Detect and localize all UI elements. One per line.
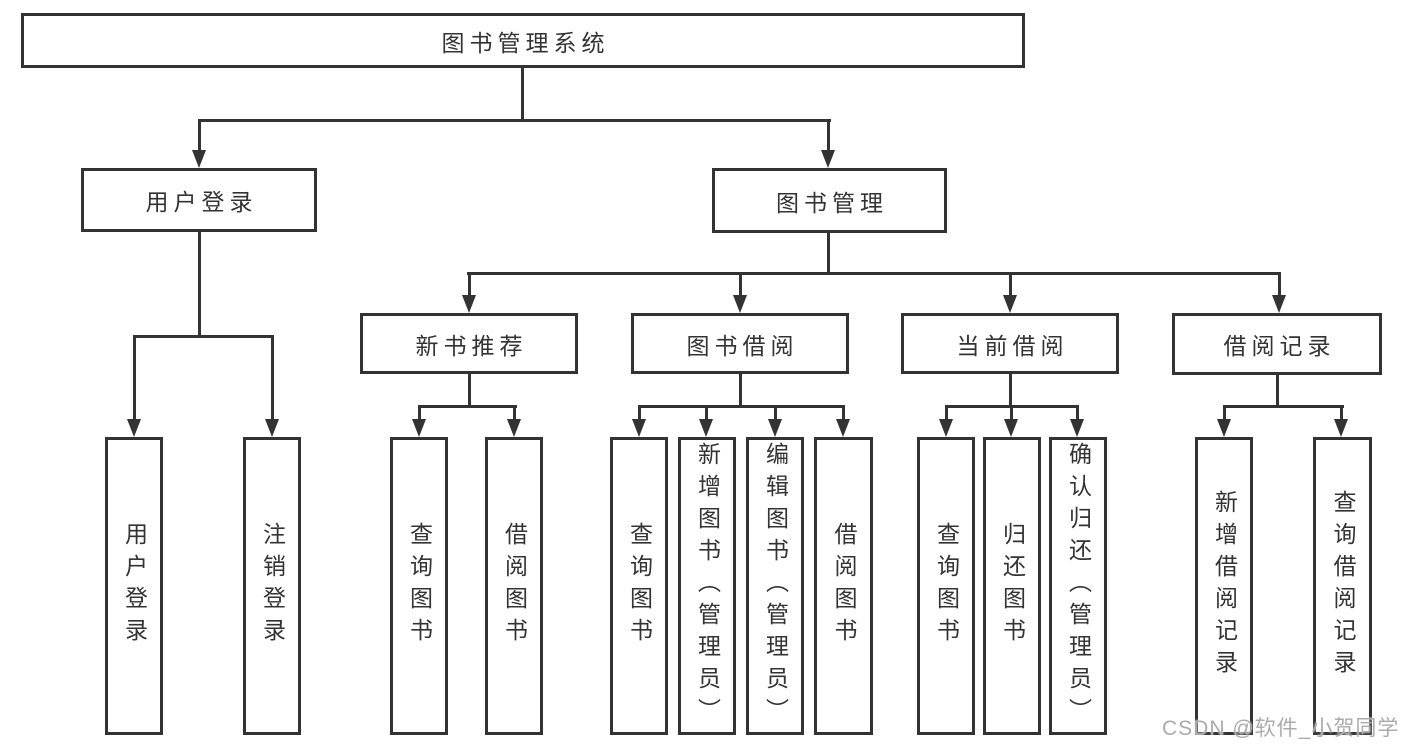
arrowhead-user-login [192,150,206,168]
connector-level2-bus [198,119,831,122]
leaf-label-cr-query-book: 查询图书 [933,522,960,650]
leaf-box-rc-query-record: 查询借阅记录 [1313,437,1372,735]
arrowhead-cr-leaf1 [939,419,953,437]
arrowhead-nb-leaf2 [507,419,521,437]
branch-label-book-management: 图书管理 [776,189,888,216]
leaf-box-bw-query-book: 查询图书 [610,437,668,735]
arrowhead-rc-leaf2 [1334,419,1348,437]
leaf-label-nb-query-book: 查询图书 [406,522,433,650]
leaf-box-nb-borrow-book: 借阅图书 [485,437,543,735]
connector-stem-book-mgmt [827,119,830,152]
arrowhead-bw-leaf3 [768,419,782,437]
section-box-current: 当前借阅 [901,313,1119,374]
leaf-box-cr-confirm-return-admin: 确认归还（管理员） [1049,437,1107,735]
leaf-box-bw-edit-book-admin: 编辑图书（管理员） [746,437,804,735]
leaf-label-nb-borrow-book: 借阅图书 [501,522,528,650]
connector-records-bus [1223,405,1344,408]
connector-root-stem [521,68,524,121]
leaf-box-cr-return-book: 归还图书 [983,437,1041,735]
leaf-label-logout: 注销登录 [259,522,286,650]
connector-stem-current [1009,272,1012,298]
branch-box-book-management: 图书管理 [712,168,947,233]
root-box: 图书管理系统 [21,13,1025,68]
connector-stem-bw-leaf4 [842,405,845,421]
arrowhead-bw-leaf4 [836,419,850,437]
leaf-label-rc-query-record: 查询借阅记录 [1330,490,1356,682]
arrowhead-bw-leaf2 [699,419,713,437]
leaf-label-bw-borrow-book: 借阅图书 [831,522,857,650]
arrowhead-login-leaf [127,419,141,437]
arrowhead-records [1272,295,1286,313]
connector-stem-rc-leaf1 [1223,405,1226,421]
leaf-box-bw-borrow-book: 借阅图书 [814,437,873,735]
arrowhead-bw-leaf1 [632,419,646,437]
arrowhead-cr-leaf3 [1070,419,1084,437]
branch-label-user-login: 用户登录 [145,189,258,215]
connector-stem-bw-leaf2 [705,405,708,421]
arrowhead-current [1003,295,1017,313]
leaf-label-cr-return-book: 归还图书 [999,522,1026,650]
section-box-borrow: 图书借阅 [631,313,849,374]
section-label-current: 当前借阅 [956,332,1069,359]
leaf-label-bw-edit-book-admin: 编辑图书（管理员） [762,442,789,730]
connector-stem-cr-leaf3 [1076,405,1079,421]
leaf-box-logout: 注销登录 [243,437,301,735]
section-box-records: 借阅记录 [1172,313,1382,375]
connector-book-mgmt-stem [827,233,830,274]
connector-user-login-stem [198,230,201,337]
leaf-box-cr-query-book: 查询图书 [917,437,975,735]
connector-records-stem [1276,374,1279,407]
leaf-label-bw-add-book-admin: 新增图书（管理员） [694,442,721,730]
leaf-label-bw-query-book: 查询图书 [626,522,653,650]
connector-stem-rc-leaf2 [1340,405,1343,421]
connector-stem-nb-leaf1 [418,405,421,421]
csdn-watermark: CSDN @软件_小贺同学 [1162,717,1400,740]
connector-stem-bw-leaf1 [638,405,641,421]
arrowhead-borrow [733,295,747,313]
connector-stem-logout-leaf [271,335,274,421]
section-box-new-book: 新书推荐 [360,313,578,374]
connector-current-stem [1009,372,1012,407]
connector-borrow-bus [638,405,845,408]
arrowhead-cr-leaf2 [1004,419,1018,437]
connector-stem-nb-leaf2 [513,405,516,421]
arrowhead-new-book [462,295,476,313]
connector-stem-cr-leaf1 [945,405,948,421]
leaf-box-bw-add-book-admin: 新增图书（管理员） [678,437,736,735]
connector-user-login-bus [133,335,274,338]
connector-new-book-bus [418,405,517,408]
connector-level3-bus [467,272,1281,275]
connector-borrow-stem [739,372,742,407]
connector-stem-new-book [468,272,471,298]
section-label-borrow: 图书借阅 [686,332,799,359]
leaf-box-user-login: 用户登录 [105,437,163,735]
section-label-new-book: 新书推荐 [415,332,528,359]
leaf-box-rc-add-record: 新增借阅记录 [1195,437,1253,735]
connector-stem-user-login [198,119,201,152]
root-label: 图书管理系统 [441,29,610,56]
connector-new-book-stem [468,372,471,407]
connector-stem-records [1278,272,1281,298]
connector-stem-cr-leaf2 [1010,405,1013,421]
leaf-label-user-login: 用户登录 [121,522,148,650]
arrowhead-nb-leaf1 [412,419,426,437]
arrowhead-logout-leaf [265,419,279,437]
leaf-box-nb-query-book: 查询图书 [390,437,448,735]
section-label-records: 借阅记录 [1223,333,1336,359]
connector-stem-borrow [739,272,742,298]
leaf-label-rc-add-record: 新增借阅记录 [1211,490,1238,682]
leaf-label-cr-confirm-return-admin: 确认归还（管理员） [1065,442,1092,730]
arrowhead-rc-leaf1 [1217,419,1231,437]
branch-box-user-login: 用户登录 [81,168,317,232]
connector-stem-bw-leaf3 [774,405,777,421]
arrowhead-book-mgmt [821,150,835,168]
connector-stem-login-leaf [133,335,136,421]
